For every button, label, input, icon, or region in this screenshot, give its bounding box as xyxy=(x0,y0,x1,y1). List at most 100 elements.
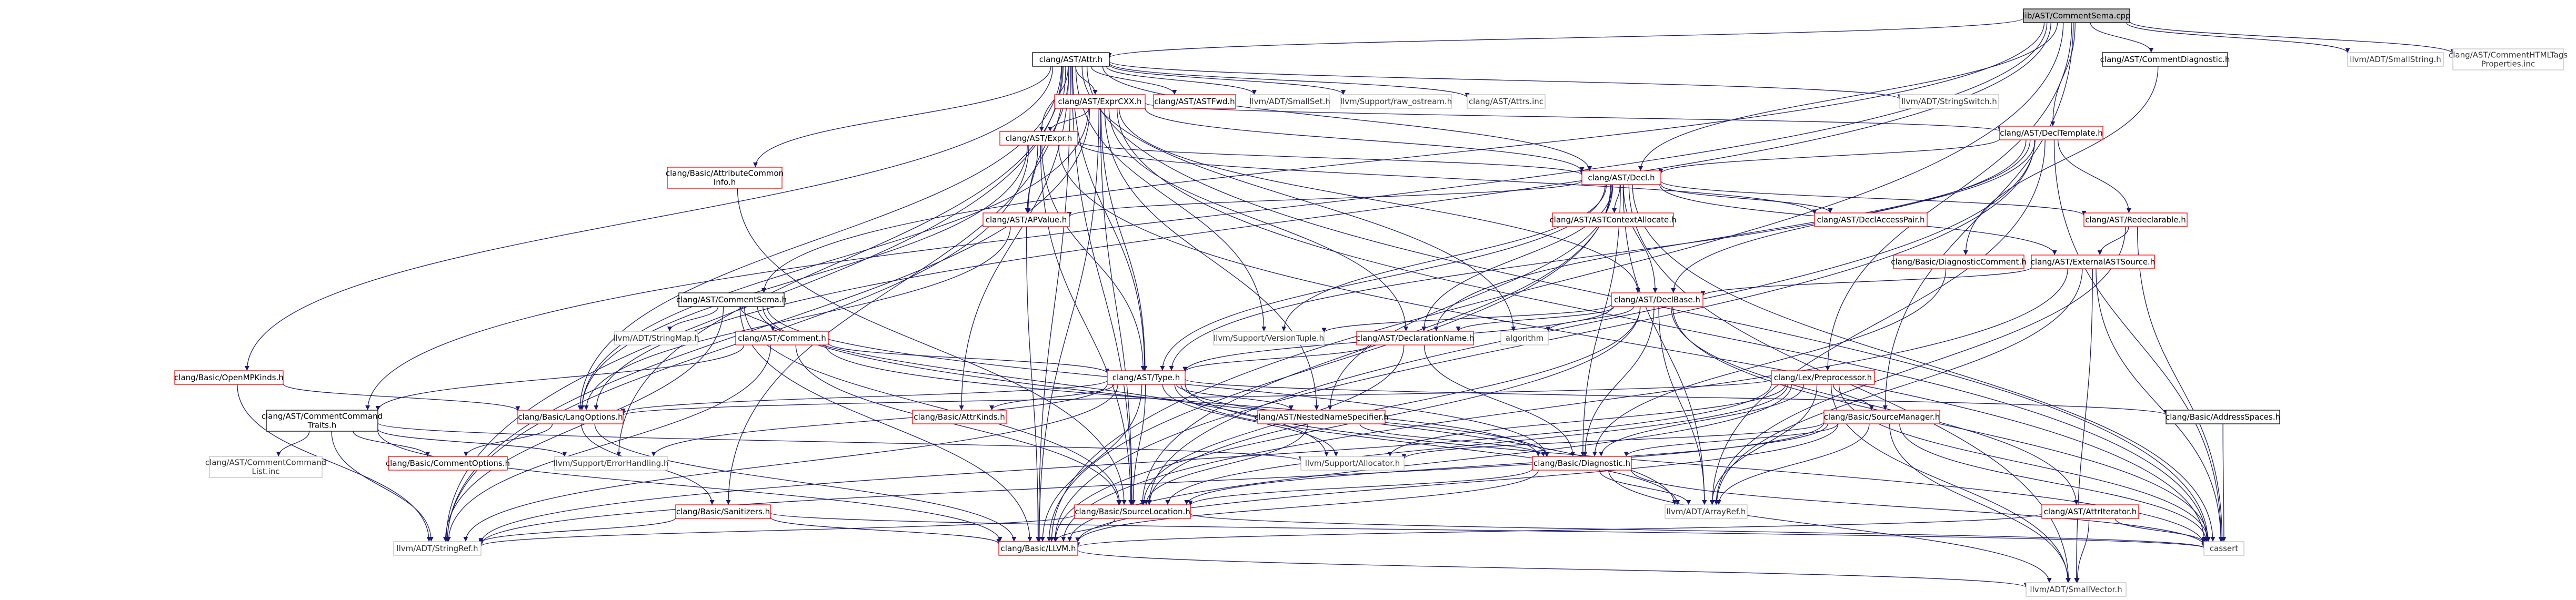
node-attr[interactable]: clang/AST/Attr.h xyxy=(1032,52,1110,67)
edge-commenth-to-typeh xyxy=(828,343,1110,374)
edge-preprocessor-to-cassert xyxy=(1838,384,2211,542)
node-label: llvm/Support/raw_ostream.h xyxy=(1340,97,1452,107)
node-box xyxy=(1500,331,1549,345)
edge-exprcxx-to-exprh xyxy=(1048,108,1089,132)
edge-root-to-preprocessor xyxy=(1825,22,2072,371)
node-diagnostic[interactable]: clang/Basic/Diagnostic.h xyxy=(1532,456,1632,471)
node-redeclarable[interactable]: clang/AST/Redeclarable.h xyxy=(2083,212,2188,227)
edge-redeclarable-to-extastsource xyxy=(2097,226,2129,256)
edge-extastsource-to-arrayref xyxy=(1714,268,2083,505)
edge-commentsema-to-commenth xyxy=(740,306,776,332)
edge-exprcxx-to-langoptions xyxy=(579,108,1089,411)
edge-preprocessor-to-stringref xyxy=(478,384,1772,543)
node-astcontextalloc[interactable]: clang/AST/ASTContextAllocate.h xyxy=(1549,212,1677,227)
node-attrkinds[interactable]: clang/Basic/AttrKinds.h xyxy=(912,410,1007,424)
edge-attr-to-exprcxx xyxy=(1075,66,1098,95)
node-commenth[interactable]: clang/AST/Comment.h xyxy=(735,331,829,345)
edge-cmdtraits-to-cmdlistinc xyxy=(276,431,310,457)
edge-sourcemanager-to-diagnostic xyxy=(1623,423,1838,457)
node-typeh[interactable]: clang/AST/Type.h xyxy=(1107,370,1186,385)
edge-declbase-to-declname xyxy=(1456,306,1615,332)
edge-exprh-to-apvalue xyxy=(1025,145,1038,213)
edge-attr-to-decl xyxy=(1102,66,1592,171)
node-box xyxy=(1814,212,1928,227)
node-label: clang/AST/Expr.h xyxy=(1006,134,1073,143)
edge-exprcxx-to-sourcelocation xyxy=(1100,108,1135,505)
node-decltemplate[interactable]: clang/AST/DeclTemplate.h xyxy=(1999,126,2103,140)
node-label: llvm/ADT/SmallSet.h xyxy=(1249,97,1330,106)
edge-root-to-htmltags xyxy=(2129,21,2455,54)
edges-layer xyxy=(237,17,2455,588)
edge-redeclarable-to-cassert xyxy=(2137,226,2225,542)
edge-extastsource-to-smallvector xyxy=(2074,268,2093,583)
edge-commenth-to-diagnostic xyxy=(825,344,1541,457)
node-addrspaces[interactable]: clang/Basic/AddressSpaces.h xyxy=(2166,410,2280,424)
node-nnspec[interactable]: clang/AST/NestedNameSpecifier.h xyxy=(1254,410,1389,424)
node-apvalue[interactable]: clang/AST/APValue.h xyxy=(983,212,1070,227)
node-label: clang/Basic/AttributeCommon xyxy=(666,169,784,178)
nodes-layer: lib/AST/CommentSema.cpp clang/AST/Attr.h c… xyxy=(174,8,2568,597)
edge-exprcxx-to-declbase xyxy=(1118,108,1640,293)
node-declbase[interactable]: clang/AST/DeclBase.h xyxy=(1611,292,1703,307)
node-label: clang/AST/CommentCommand xyxy=(262,412,383,421)
node-box xyxy=(393,541,482,556)
node-langoptions[interactable]: clang/Basic/LangOptions.h xyxy=(517,410,624,424)
edge-declbase-to-algorithm xyxy=(1546,306,1634,332)
node-label: clang/AST/Redeclarable.h xyxy=(2085,215,2186,225)
edge-decl-to-arrayref xyxy=(1622,184,1707,505)
edge-sanitizers-to-llvmh xyxy=(770,517,1001,544)
edge-langoptions-to-llvmh xyxy=(594,423,1017,542)
node-attriterator[interactable]: clang/AST/AttrIterator.h xyxy=(2041,504,2139,519)
edge-decltemplate-to-sourcelocation xyxy=(1147,139,2036,505)
edge-decltemplate-to-declname xyxy=(1434,139,2031,332)
node-label: clang/AST/Type.h xyxy=(1112,373,1180,382)
node-smallvector: llvm/ADT/SmallVector.h xyxy=(2026,582,2127,597)
edge-typeh-to-nnspec xyxy=(1176,384,1294,411)
node-label: algorithm xyxy=(1506,333,1543,343)
node-declaccesspair[interactable]: clang/AST/DeclAccessPair.h xyxy=(1814,212,1928,227)
edge-diagnostic-to-llvmh xyxy=(1075,470,1539,543)
node-label: clang/AST/NestedNameSpecifier.h xyxy=(1254,412,1388,422)
edge-declbase-to-versiontuple xyxy=(1321,304,1612,333)
node-box xyxy=(1054,94,1146,109)
edge-decl-to-nnspec xyxy=(1327,184,1613,411)
node-root: lib/AST/CommentSema.cpp xyxy=(2022,8,2131,23)
edge-attr-to-langoptions xyxy=(577,66,1062,411)
node-box xyxy=(517,410,624,424)
edge-preprocessor-to-sourcemanager xyxy=(1832,384,1875,411)
node-astfwd[interactable]: clang/AST/ASTFwd.h xyxy=(1153,94,1236,109)
node-openmpkinds[interactable]: clang/Basic/OpenMPKinds.h xyxy=(174,370,284,385)
node-exprcxx[interactable]: clang/AST/ExprCXX.h xyxy=(1054,94,1146,109)
node-commentoptions[interactable]: clang/Basic/CommentOptions.h xyxy=(386,456,510,471)
edge-exprh-to-typeh xyxy=(1041,145,1146,371)
node-rawostream: llvm/Support/raw_ostream.h xyxy=(1340,94,1452,109)
node-exprh[interactable]: clang/AST/Expr.h xyxy=(999,131,1078,146)
node-box xyxy=(1665,504,1748,519)
edge-exprh-to-sourcelocation xyxy=(1040,145,1134,505)
node-box xyxy=(2031,255,2155,269)
node-label: clang/Basic/AttrKinds.h xyxy=(914,412,1005,422)
edge-typeh-to-arrayref xyxy=(1174,384,1680,505)
edge-attr-to-attrcommon xyxy=(753,66,1051,168)
edge-decl-to-cassert xyxy=(1632,184,2216,542)
node-declname[interactable]: clang/AST/DeclarationName.h xyxy=(1356,331,1475,345)
edge-attr-to-typeh xyxy=(1072,66,1147,371)
edge-decltemplate-to-typeh xyxy=(1169,139,2027,371)
edge-decl-to-versiontuple xyxy=(1281,184,1607,332)
node-commentdiag[interactable]: clang/AST/CommentDiagnostic.h xyxy=(2100,52,2230,67)
edge-root-to-commentsema xyxy=(761,22,2045,293)
node-sanitizers[interactable]: clang/Basic/Sanitizers.h xyxy=(675,504,771,519)
node-commentsema[interactable]: clang/AST/CommentSema.h xyxy=(676,292,787,307)
node-sourcemanager[interactable]: clang/Basic/SourceManager.h xyxy=(1823,410,1940,424)
node-decl[interactable]: clang/AST/Decl.h xyxy=(1581,170,1661,185)
edge-llvmh-to-smallvector xyxy=(1077,550,2029,588)
edge-extastsource-to-declbase xyxy=(1700,267,2032,297)
node-sourcelocation[interactable]: clang/Basic/SourceLocation.h xyxy=(1074,504,1191,519)
node-preprocessor[interactable]: clang/Lex/Preprocessor.h xyxy=(1771,370,1875,385)
node-diagcomment[interactable]: clang/Basic/DiagnosticComment.h xyxy=(1891,255,2027,269)
node-extastsource[interactable]: clang/AST/ExternalASTSource.h xyxy=(2031,255,2156,269)
node-llvmh[interactable]: clang/Basic/LLVM.h xyxy=(998,541,1078,556)
